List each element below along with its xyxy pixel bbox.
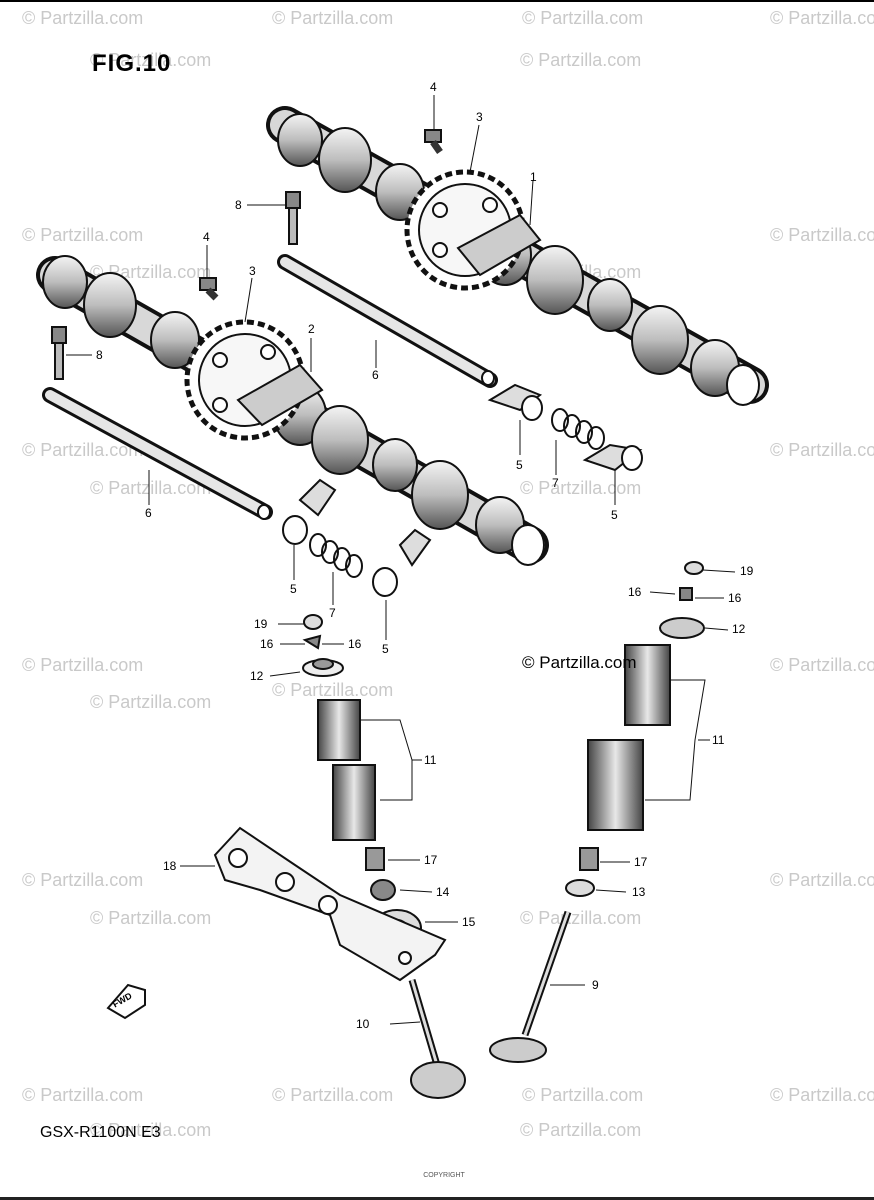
- rocker-arm-5-lower-a: [282, 478, 337, 545]
- callout-2: 2: [308, 322, 315, 336]
- watermark: © Partzilla.com: [90, 478, 212, 498]
- watermark: © Partzilla.com: [22, 870, 144, 890]
- watermark: © Partzilla.com: [90, 50, 212, 70]
- callout-5: 5: [516, 458, 523, 472]
- callout-5: 5: [611, 508, 618, 522]
- callout-8: 8: [235, 198, 242, 212]
- callout-7: 7: [329, 606, 336, 620]
- fwd-arrow-icon: [106, 983, 146, 1020]
- watermark: © Partzilla.com: [22, 8, 144, 28]
- watermark: © Partzilla.com: [770, 8, 874, 28]
- callout-5: 5: [290, 582, 297, 596]
- callout-13: 13: [632, 885, 646, 899]
- model-label: GSX-R1100N E3: [40, 1124, 161, 1141]
- bolt-8-lower: [51, 326, 67, 380]
- watermark: © Partzilla.com: [520, 1120, 642, 1140]
- valve-10: [408, 979, 466, 1099]
- callout-3: 3: [249, 264, 256, 278]
- footer-text: COPYRIGHT: [423, 1172, 465, 1179]
- bottom-border: [0, 1197, 874, 1200]
- watermark: © Partzilla.com: [770, 1085, 874, 1105]
- callout-12: 12: [732, 622, 746, 636]
- watermark: © Partzilla.com: [770, 870, 874, 890]
- callout-9: 9: [592, 978, 599, 992]
- watermark: © Partzilla.com: [770, 655, 874, 675]
- camshaft-1: [266, 106, 769, 406]
- watermark: © Partzilla.com: [90, 1120, 212, 1140]
- rocker-arm-5-upper-b: [582, 443, 643, 472]
- watermark: © Partzilla.com: [22, 1085, 144, 1105]
- callout-8: 8: [96, 348, 103, 362]
- top-border: [0, 0, 874, 2]
- callout-7: 7: [552, 476, 559, 490]
- watermark: © Partzilla.com: [272, 8, 394, 28]
- valve-9: [489, 910, 572, 1063]
- cam-sprocket-3-upper: [404, 169, 542, 291]
- rocker-arm-5-upper-a: [487, 383, 543, 421]
- watermark: © Partzilla.com: [22, 440, 144, 460]
- brand-mark: © Partzilla.com: [522, 653, 637, 672]
- spring-7-upper: [551, 408, 605, 450]
- watermark: © Partzilla.com: [272, 1085, 394, 1105]
- callout-16: 16: [728, 591, 742, 605]
- rocker-arm-5-lower-b: [372, 528, 432, 597]
- callout-11: 11: [712, 733, 725, 747]
- callout-19: 19: [254, 617, 268, 631]
- callout-10: 10: [356, 1017, 370, 1031]
- callout-16: 16: [348, 637, 362, 651]
- callout-4: 4: [430, 80, 437, 94]
- callout-11: 11: [424, 753, 437, 767]
- gasket-18: [213, 826, 447, 982]
- watermark: © Partzilla.com: [22, 225, 144, 245]
- watermark: © Partzilla.com: [520, 478, 642, 498]
- bolt-8-upper: [285, 191, 301, 245]
- bolt-4-lower: [199, 277, 219, 301]
- figure-title: FIG.10: [92, 50, 172, 77]
- watermark: © Partzilla.com: [272, 680, 394, 700]
- spring-7-lower: [309, 533, 363, 578]
- bolt-4-upper: [424, 129, 443, 155]
- watermark: © Partzilla.com: [770, 225, 874, 245]
- callout-15: 15: [462, 915, 476, 929]
- callout-1: 1: [530, 170, 537, 184]
- callout-5: 5: [382, 642, 389, 656]
- callout-3: 3: [476, 110, 483, 124]
- callout-4: 4: [203, 230, 210, 244]
- watermark: © Partzilla.com: [22, 655, 144, 675]
- callout-16: 16: [260, 637, 274, 651]
- callout-18: 18: [163, 859, 177, 873]
- callout-16: 16: [628, 585, 642, 599]
- watermark: © Partzilla.com: [520, 50, 642, 70]
- rocker-shaft-6-lower: [42, 387, 273, 520]
- callout-17: 17: [424, 853, 438, 867]
- watermark: © Partzilla.com: [90, 692, 212, 712]
- valve-train-right: [565, 561, 705, 897]
- watermark: © Partzilla.com: [522, 1085, 644, 1105]
- watermark: © Partzilla.com: [522, 8, 644, 28]
- cam-sprocket-3-lower: [184, 319, 324, 441]
- watermark: © Partzilla.com: [770, 440, 874, 460]
- callout-17: 17: [634, 855, 648, 869]
- watermark: © Partzilla.com: [90, 908, 212, 928]
- watermark: © Partzilla.com: [520, 908, 642, 928]
- callout-6: 6: [372, 368, 379, 382]
- rocker-shaft-6-upper: [277, 254, 498, 388]
- callout-12: 12: [250, 669, 264, 683]
- leader-lines: [66, 95, 736, 1025]
- callout-19: 19: [740, 564, 754, 578]
- callout-6: 6: [145, 506, 152, 520]
- callout-14: 14: [436, 885, 450, 899]
